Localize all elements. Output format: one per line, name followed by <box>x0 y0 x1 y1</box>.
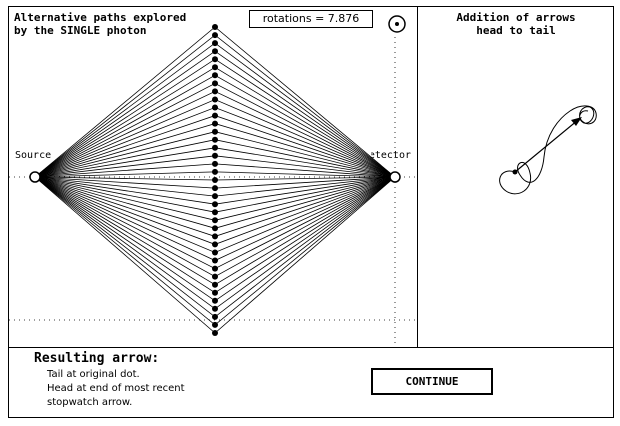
mirror-dot <box>212 48 218 55</box>
mirror-dot <box>212 104 218 111</box>
resulting-arrow-head <box>571 117 582 126</box>
resulting-arrow-shaft <box>514 119 579 173</box>
alternative-paths-panel: Alternative paths explored by the SINGLE… <box>9 7 417 347</box>
mirror-dot <box>212 168 218 175</box>
mirror-dot <box>212 321 218 328</box>
result-line-1: Tail at original dot. <box>47 369 140 380</box>
result-heading: Resulting arrow: <box>34 351 160 366</box>
source-label: Source <box>15 150 52 162</box>
mirror-dot <box>212 289 218 296</box>
mirror-dot <box>212 144 218 151</box>
mirror-dot <box>212 120 218 127</box>
mirror-dot <box>212 305 218 312</box>
mirror-dot <box>212 313 218 320</box>
arrow-chain-curve <box>499 105 597 195</box>
mirror-dot <box>212 56 218 63</box>
detector-label: Detector <box>371 150 411 161</box>
mirror-dot <box>212 225 218 232</box>
mirror-dot <box>212 88 218 95</box>
guide-lines <box>9 37 417 347</box>
mirror-dot <box>212 241 218 248</box>
mirror-dot <box>212 233 218 240</box>
source-marker <box>29 171 41 183</box>
mirror-dot <box>212 112 218 119</box>
mirror-dot <box>212 297 218 304</box>
mirror-dot <box>212 80 218 87</box>
mirror-dot <box>212 24 218 30</box>
mirror-dot <box>212 193 218 200</box>
mirror-dot <box>212 209 218 216</box>
mirror-dot <box>212 281 218 288</box>
mirror-dot <box>212 136 218 143</box>
mirror-dot <box>212 265 218 272</box>
stopwatch-icon[interactable] <box>388 15 406 33</box>
qed-simulation-window: Alternative paths explored by the SINGLE… <box>8 6 614 418</box>
mirror-dot <box>212 177 218 183</box>
mirror-dot <box>212 32 218 39</box>
arrows-title-line-2: head to tail <box>476 24 556 37</box>
detector-marker <box>389 171 401 183</box>
mirror-dot <box>212 330 218 336</box>
mirror-dot <box>212 257 218 264</box>
mirror-dot <box>212 217 218 224</box>
mirror-dot <box>212 249 218 256</box>
result-line-2: Head at end of most recent <box>47 383 185 394</box>
mirror-dot <box>212 96 218 103</box>
paths-title-line-2: by the SINGLE photon <box>14 24 147 37</box>
arrow-addition-panel: Addition of arrows head to tail <box>417 7 613 347</box>
mirror-dot <box>212 185 218 192</box>
mirror-dot <box>212 160 218 167</box>
mirror-dots <box>212 24 218 336</box>
rotations-readout: rotations = 7.876 <box>249 10 373 28</box>
continue-button[interactable]: CONTINUE <box>371 368 493 395</box>
mirror-dot <box>212 128 218 135</box>
paths-diagram <box>9 15 417 347</box>
arrow-sum-diagram <box>499 105 597 195</box>
paths-title-line-1: Alternative paths explored <box>14 11 187 24</box>
result-line-3: stopwatch arrow. <box>47 397 133 408</box>
mirror-dot <box>212 64 218 71</box>
mirror-dot <box>212 273 218 280</box>
mirror-dot <box>212 201 218 208</box>
mirror-dot <box>212 152 218 159</box>
result-panel: Resulting arrow: Tail at original dot. H… <box>9 347 613 417</box>
arrow-tail-dot <box>512 169 518 175</box>
arrows-title-line-1: Addition of arrows <box>456 11 576 24</box>
mirror-dot <box>212 40 218 47</box>
mirror-dot <box>212 72 218 79</box>
